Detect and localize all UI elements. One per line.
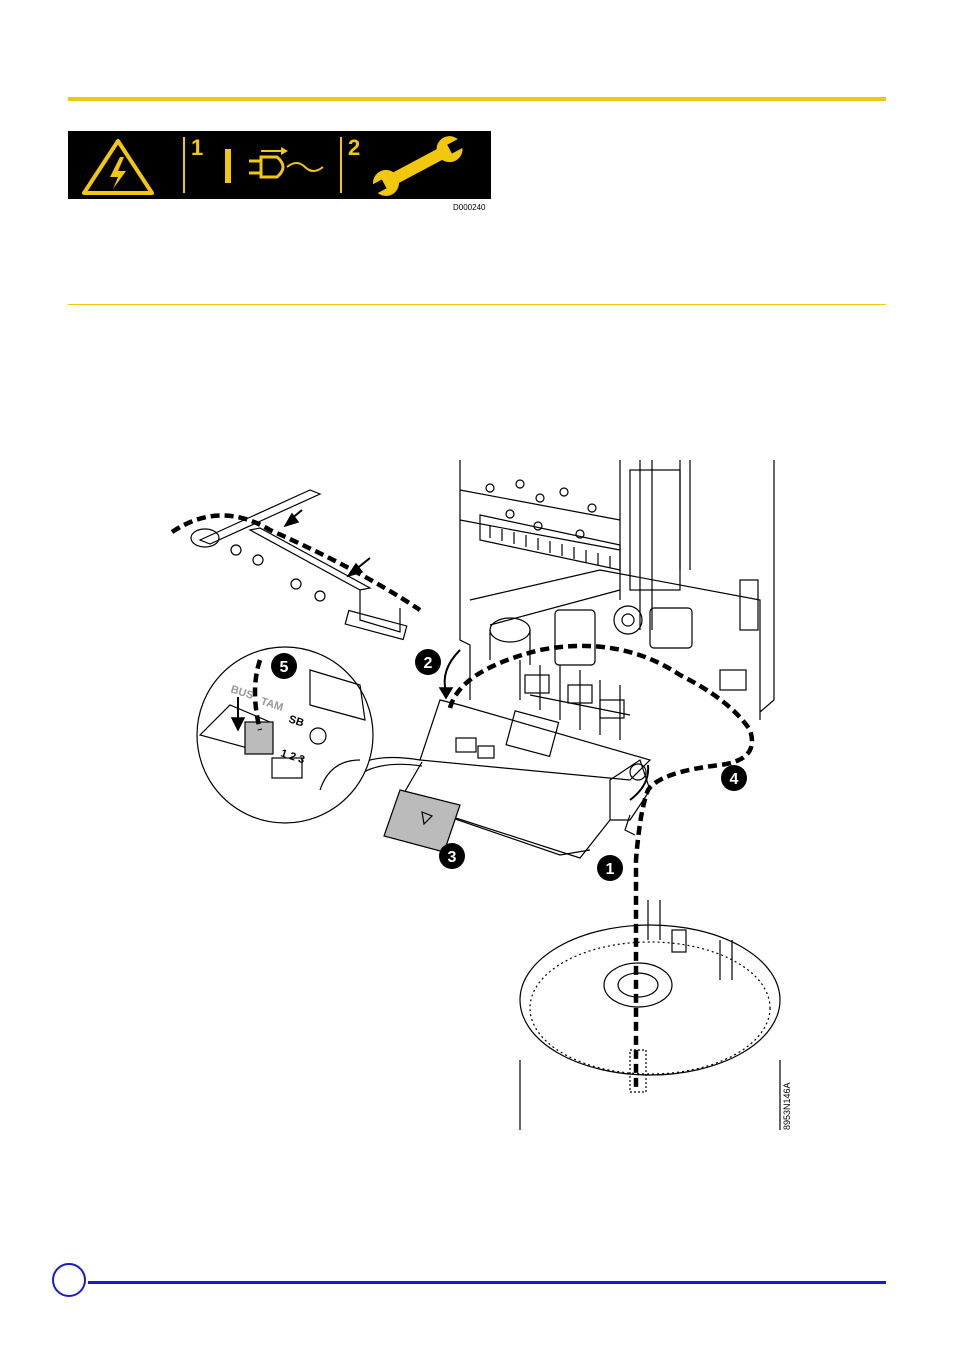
disconnect-plug-icon — [185, 131, 340, 199]
disconnect-panel: 1 — [185, 131, 340, 199]
electric-hazard-icon — [68, 131, 183, 199]
top-yellow-rule — [68, 97, 886, 101]
page-number-circle — [52, 1263, 86, 1297]
section-rule — [68, 304, 886, 305]
step-number-2: 2 — [348, 135, 360, 161]
banner-figure-code: D000240 — [453, 203, 485, 212]
diagram-figure-code: 8953N146A — [782, 1082, 792, 1130]
callout-2: 2 — [424, 655, 433, 672]
safety-warning-banner: 1 2 — [68, 131, 491, 199]
installation-diagram: 1 2 3 4 5 BUS TAM SB 1 2 3 8953N146A — [160, 460, 820, 1140]
tool-panel: 2 — [342, 131, 491, 199]
callout-3: 3 — [448, 849, 457, 866]
callout-4: 4 — [730, 771, 739, 788]
footer-blue-rule — [88, 1281, 886, 1284]
installation-diagram-drawing: 1 2 3 4 5 BUS TAM SB 1 2 3 8953N146A — [160, 460, 820, 1140]
wrench-icon — [342, 131, 491, 199]
hazard-panel — [68, 131, 183, 199]
callout-1: 1 — [606, 861, 615, 878]
step-number-1: 1 — [191, 135, 203, 161]
callout-5: 5 — [280, 659, 289, 676]
